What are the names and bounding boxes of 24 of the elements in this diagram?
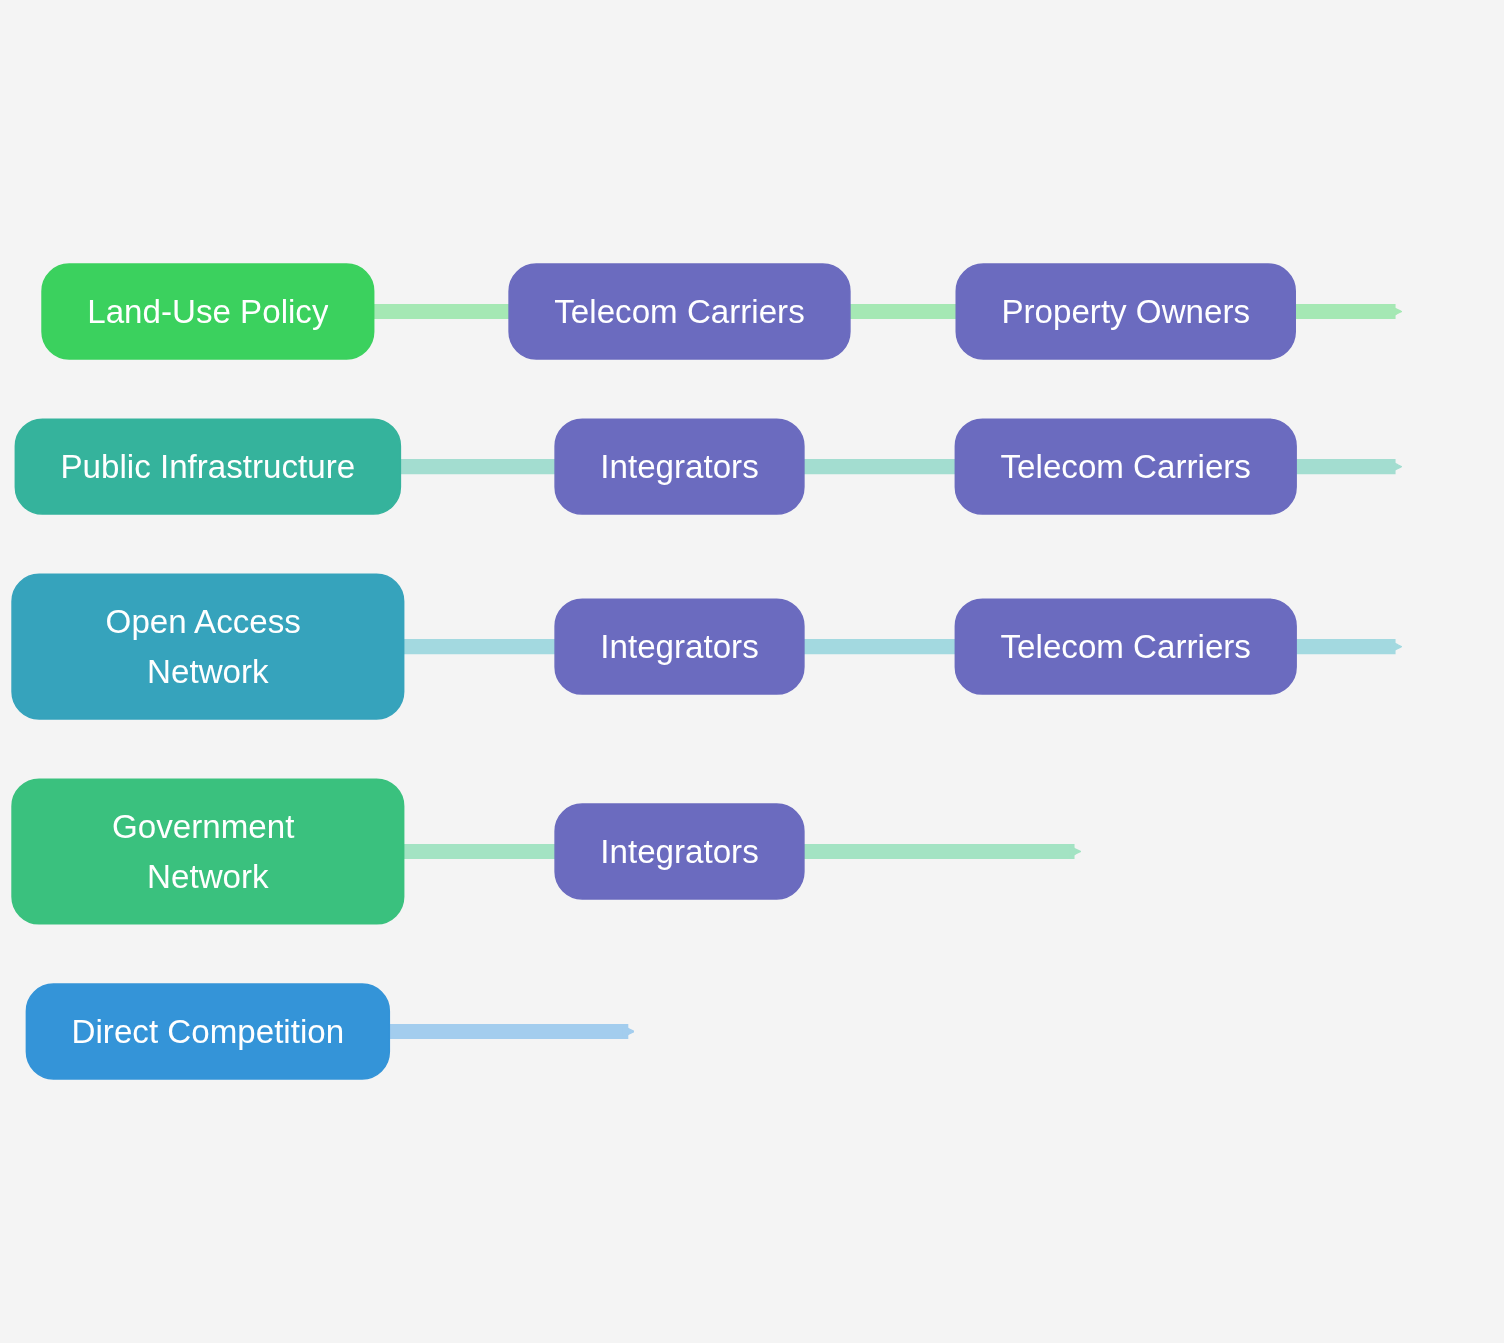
arrow [389,1023,635,1039]
connector [803,459,956,475]
connector [403,843,556,859]
node-box: Property Owners [955,263,1296,360]
connector [403,639,556,655]
node-box: Integrators [554,598,805,695]
node-box: Public Infrastructure [14,418,402,515]
arrow [1295,304,1403,320]
node-box: Telecom Carriers [954,598,1297,695]
node-box: Open Access Network [11,573,405,720]
arrow [803,843,1082,859]
node-box: Government Network [11,778,405,925]
connector [849,304,957,320]
connector [373,304,510,320]
node-box: Integrators [554,418,805,515]
node-box: Integrators [554,803,805,900]
arrow [1296,639,1403,655]
node-box: Direct Competition [25,983,391,1080]
node-box: Telecom Carriers [508,263,851,360]
node-box: Telecom Carriers [954,418,1297,515]
connector [400,459,556,475]
node-box: Land-Use Policy [41,263,375,360]
arrow [1296,459,1403,475]
connector [803,639,956,655]
